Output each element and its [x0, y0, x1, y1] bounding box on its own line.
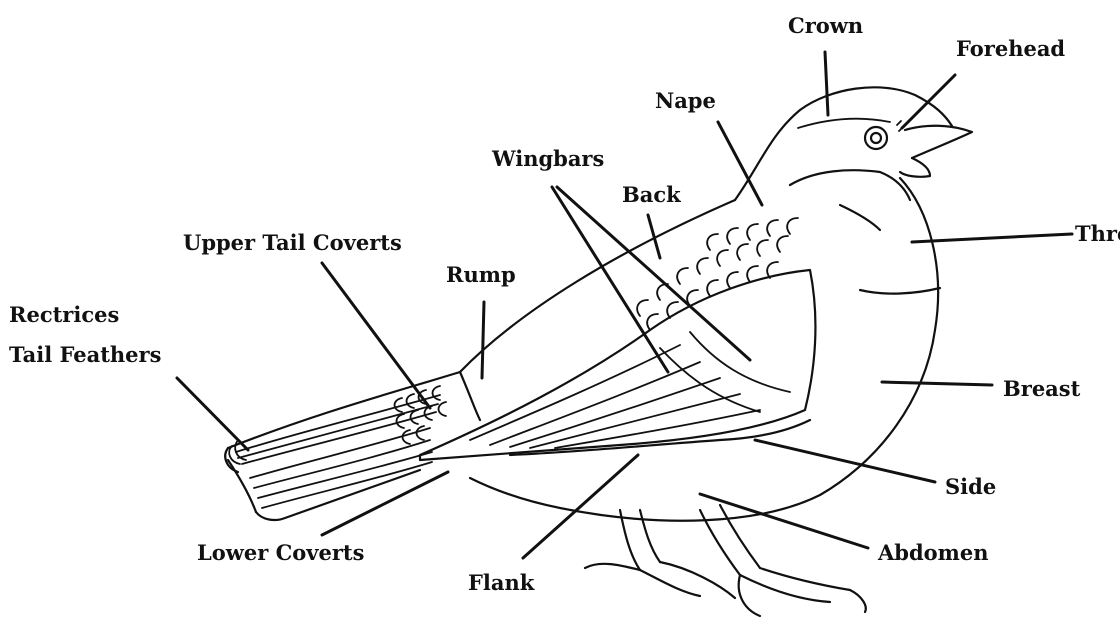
label-nape: Nape — [655, 88, 716, 113]
label-crown: Crown — [788, 13, 863, 38]
label-rump: Rump — [446, 262, 516, 287]
label-throat: Throat — [1075, 221, 1120, 246]
leader-flank — [523, 455, 638, 558]
legs — [585, 505, 866, 616]
label-abdomen: Abdomen — [877, 540, 989, 565]
label-upper-tail-coverts: Upper Tail Coverts — [183, 230, 402, 255]
label-forehead: Forehead — [956, 36, 1065, 61]
leader-rectrices — [177, 378, 248, 450]
labels: Crown Forehead Nape Wingbars Back Upper … — [9, 13, 1120, 595]
label-back: Back — [622, 182, 681, 207]
leader-abdomen — [700, 494, 868, 548]
body — [460, 178, 940, 521]
label-tail-feathers: Tail Feathers — [9, 342, 161, 367]
label-flank: Flank — [468, 570, 535, 595]
label-lower-coverts: Lower Coverts — [197, 540, 364, 565]
leader-wingbars-2 — [557, 187, 750, 360]
label-rectrices: Rectrices — [9, 302, 119, 327]
wing — [420, 218, 815, 460]
leader-crown — [825, 52, 828, 115]
tail — [225, 372, 460, 520]
leader-wingbars-1 — [552, 187, 668, 372]
label-breast: Breast — [1003, 376, 1081, 401]
leader-throat — [912, 234, 1072, 242]
head — [735, 87, 972, 230]
leader-rump — [482, 302, 484, 378]
label-wingbars: Wingbars — [491, 146, 604, 171]
leader-breast — [882, 382, 992, 385]
leader-side — [755, 440, 935, 482]
leader-upper-tail-coverts — [322, 263, 430, 408]
label-side: Side — [945, 474, 996, 499]
